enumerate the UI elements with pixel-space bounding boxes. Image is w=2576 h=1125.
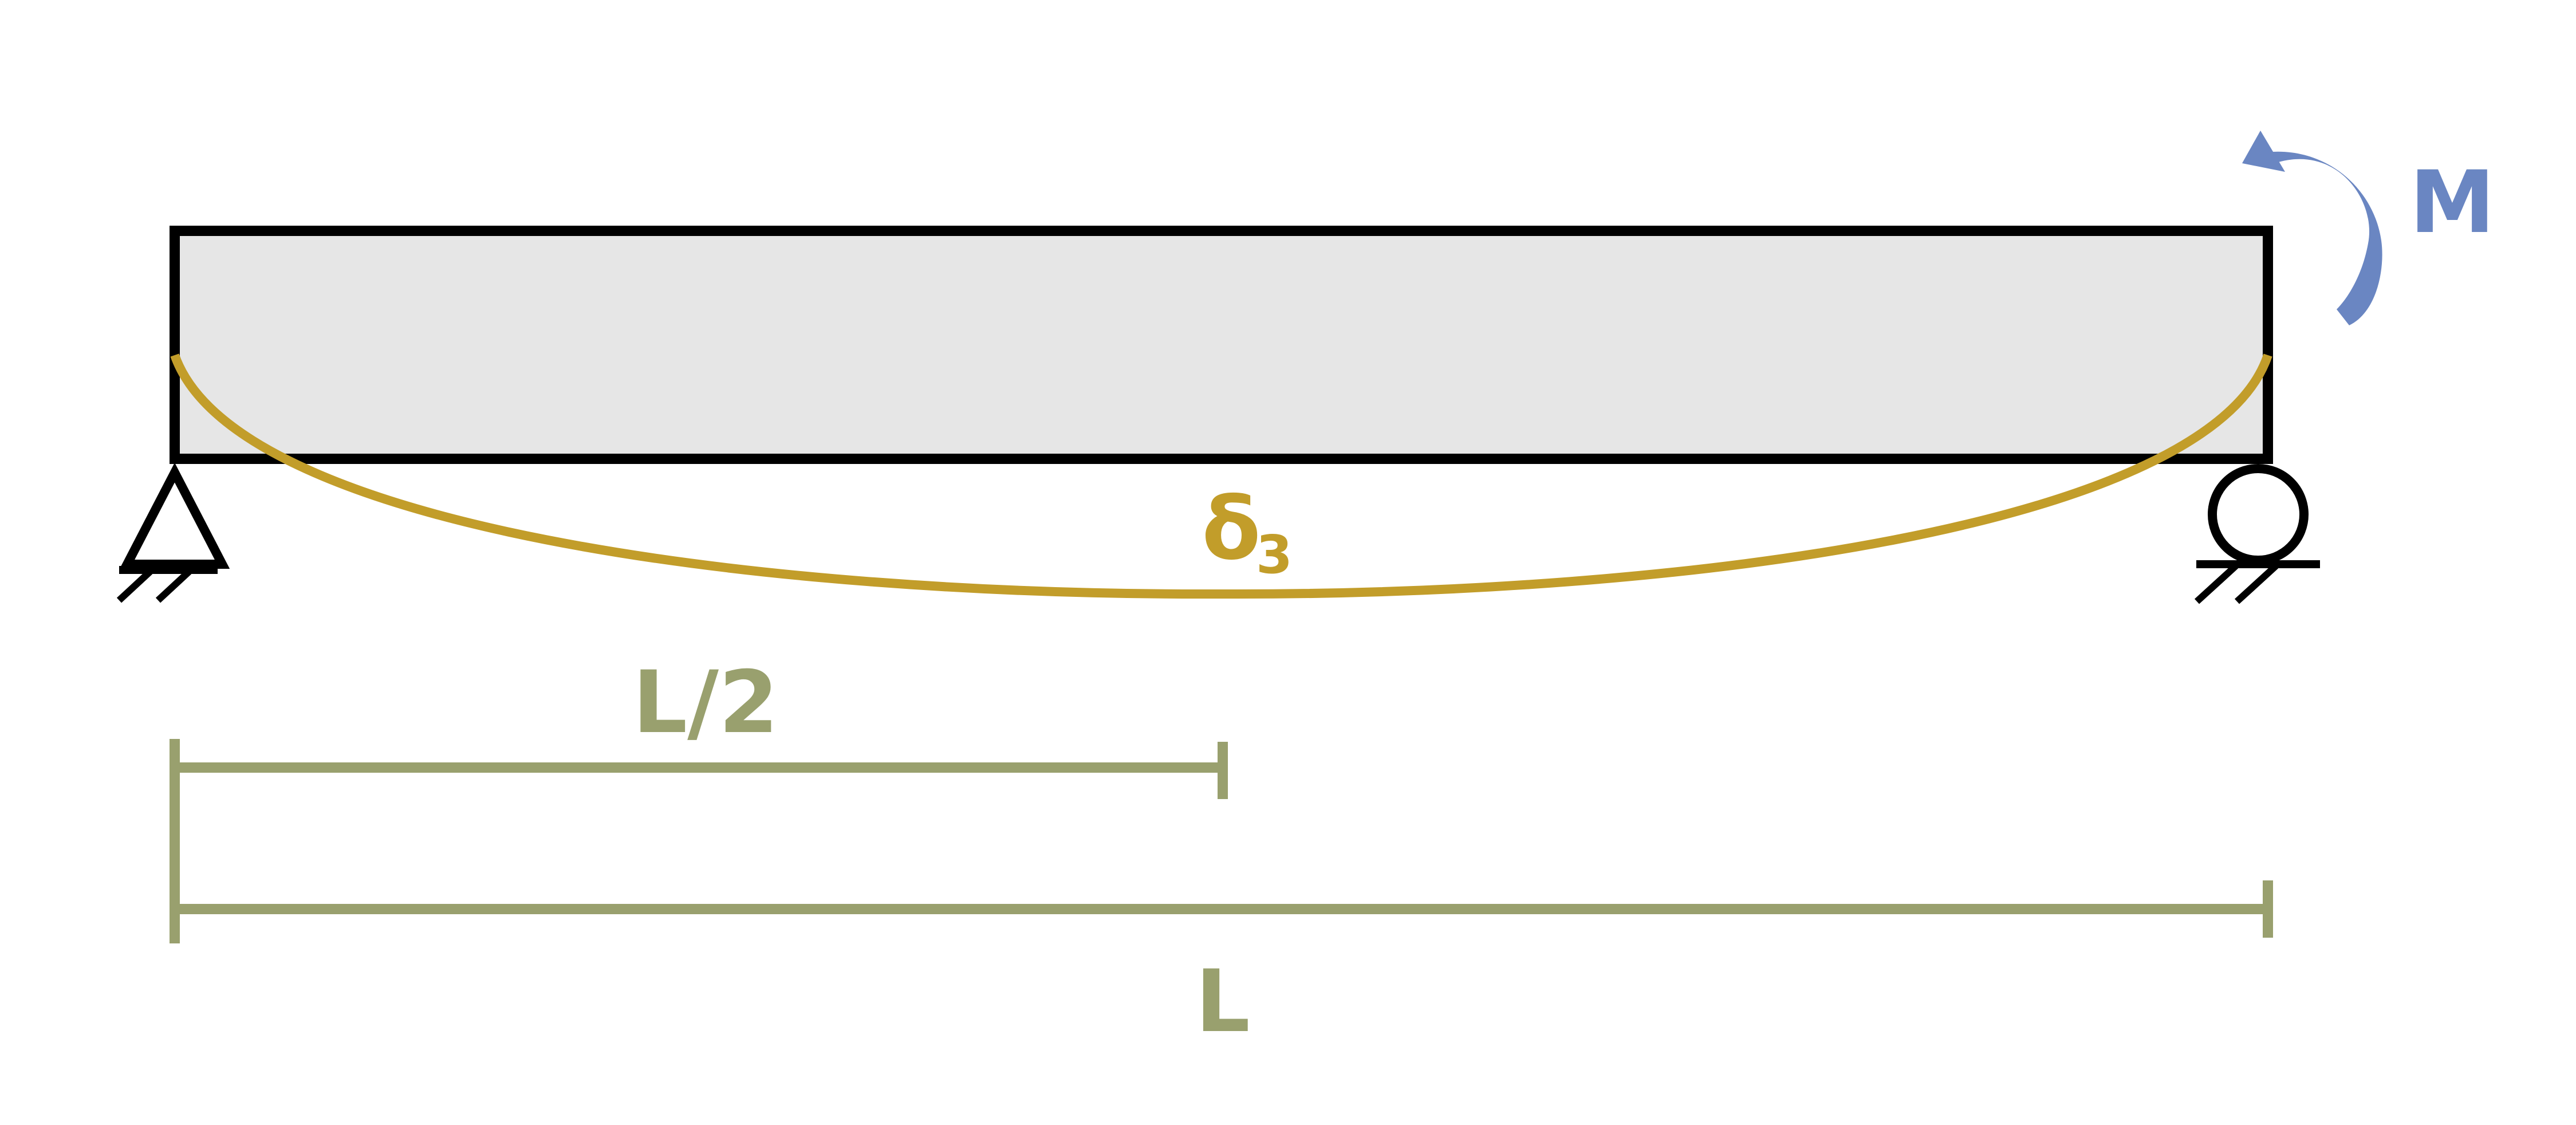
moment-arrow bbox=[2242, 131, 2382, 325]
moment-label: M bbox=[2409, 153, 2495, 253]
deflection-subscript: 3 bbox=[1256, 524, 1293, 585]
deflection-curve bbox=[170, 353, 2272, 599]
deflection-label: δ bbox=[1202, 479, 1261, 579]
pin-support-icon bbox=[116, 462, 230, 603]
moment-arrowhead bbox=[2242, 131, 2285, 172]
dimension-lines bbox=[170, 739, 2273, 943]
span-label: L bbox=[1195, 952, 1250, 1052]
roller-support-icon bbox=[2194, 464, 2320, 604]
beam bbox=[170, 226, 2273, 464]
half-span-label: L/2 bbox=[633, 653, 779, 753]
curved-arrow-icon bbox=[2272, 151, 2382, 325]
